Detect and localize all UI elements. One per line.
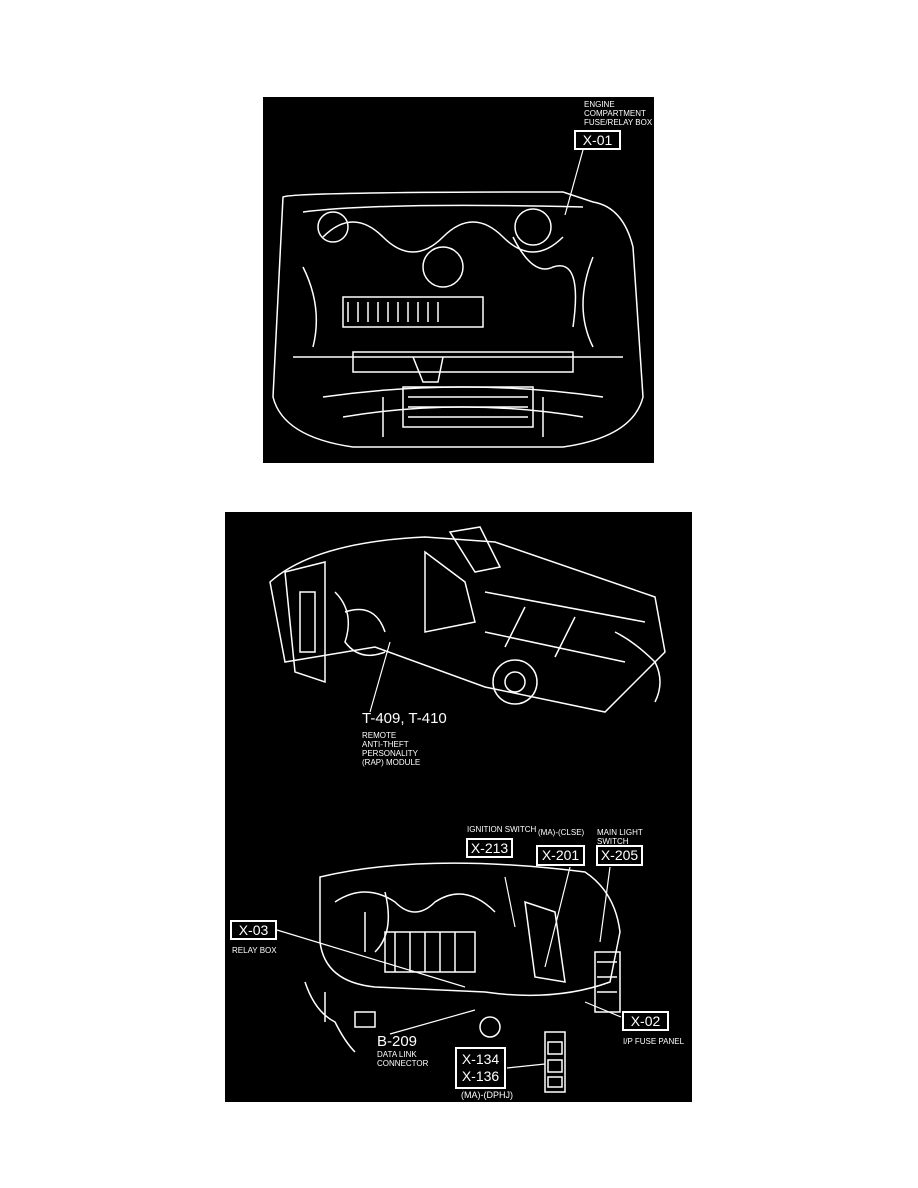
caption-line: SWITCH [597, 837, 629, 846]
connector-x213-label: X-213 [466, 838, 513, 858]
ip-fuse-panel-caption: I/P FUSE PANEL [623, 1037, 685, 1046]
ignition-switch-caption: IGNITION SWITCH [467, 825, 537, 834]
engine-illustration [272, 149, 644, 448]
connector-x134: X-134 [461, 1051, 500, 1067]
caption-line: REMOTE [362, 731, 397, 740]
connector-x136: X-136 [461, 1068, 500, 1084]
engine-compartment-diagram: ENGINE COMPARTMENT FUSE/RELAY BOX X-01 [263, 97, 654, 463]
caption-line: COMPARTMENT [584, 109, 646, 118]
caption-line: MAIN LIGHT [597, 828, 643, 837]
main-light-switch-caption: MAIN LIGHT SWITCH [597, 828, 643, 846]
caption-line: (RAP) MODULE [362, 758, 421, 767]
connector-x201-label: X-201 [536, 845, 585, 866]
caption-line: ANTI-THEFT [362, 740, 409, 749]
connector-x01-label: X-01 [574, 130, 621, 150]
connector-x03-label: X-03 [230, 920, 277, 940]
vehicle-illustration [269, 526, 666, 1093]
dphj-caption: (MA)-(DPHJ) [461, 1090, 513, 1100]
fuse-relay-box-caption: ENGINE COMPARTMENT FUSE/RELAY BOX [584, 100, 652, 127]
rap-module-caption: REMOTE ANTI-THEFT PERSONALITY (RAP) MODU… [362, 731, 420, 767]
caption-line: CONNECTOR [377, 1059, 429, 1068]
data-link-connector-id: B-209 [377, 1033, 418, 1050]
connector-x02-label: X-02 [622, 1011, 669, 1031]
connector-x134-x136-label: X-134 X-136 [455, 1047, 506, 1089]
caption-line: PERSONALITY [362, 749, 419, 758]
vehicle-interior-diagram: T-409, T-410 REMOTE ANTI-THEFT PERSONALI… [225, 512, 692, 1102]
caption-line: ENGINE [584, 100, 615, 109]
caption-line: DATA LINK [377, 1050, 417, 1059]
rap-module-ids: T-409, T-410 [362, 710, 447, 727]
data-link-connector-caption: DATA LINK CONNECTOR [377, 1050, 428, 1068]
caption-line: FUSE/RELAY BOX [584, 118, 653, 127]
connector-x205-label: X-205 [596, 845, 643, 866]
relay-box-caption: RELAY BOX [232, 946, 277, 955]
clse-caption: (MA)-(CLSE) [538, 828, 585, 837]
